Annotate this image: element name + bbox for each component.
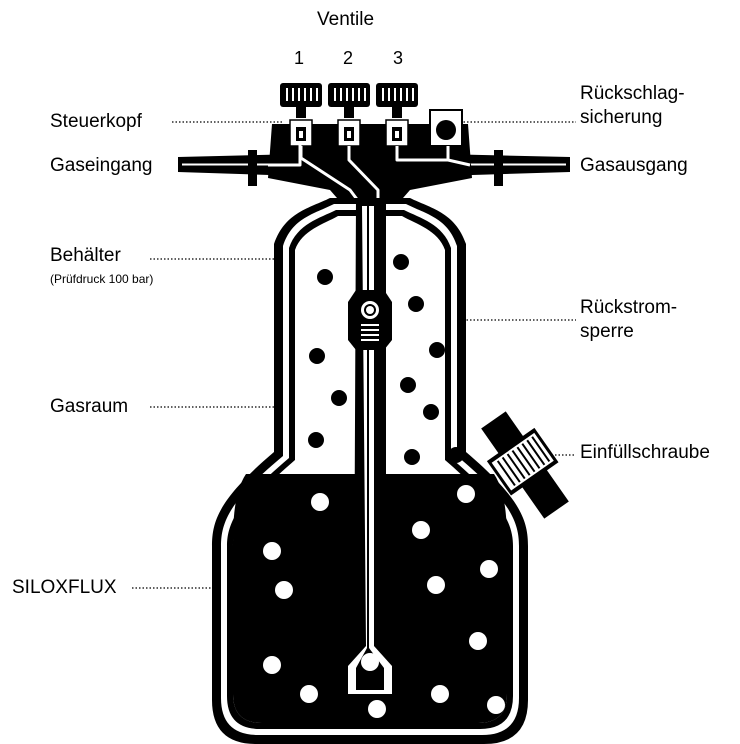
label-behaelter: Behälter: [50, 246, 121, 266]
manifold: [178, 83, 570, 206]
valve-number-1: 1: [294, 48, 304, 69]
label-siloxflux: SILOXFLUX: [12, 578, 117, 598]
label-gaseingang: Gaseingang: [50, 156, 152, 176]
valve-number-3: 3: [393, 48, 403, 69]
check-valve-ball: [436, 120, 456, 140]
ventile-title: Ventile: [317, 10, 374, 30]
label-rueckstrom-line1: Rückstrom-: [580, 298, 677, 318]
label-rueckstrom-line2: sperre: [580, 322, 634, 342]
label-rueckschlag-line1: Rückschlag-: [580, 84, 685, 104]
label-rueckschlag-line2: sicherung: [580, 108, 662, 128]
label-gasraum: Gasraum: [50, 397, 128, 417]
valve-knobs: [280, 83, 418, 118]
valve-number-2: 2: [343, 48, 353, 69]
label-pruefdruck: (Prüfdruck 100 bar): [50, 272, 153, 286]
label-steuerkopf: Steuerkopf: [50, 112, 142, 132]
label-gasausgang: Gasausgang: [580, 156, 688, 176]
label-einfuellschraube: Einfüllschraube: [580, 443, 710, 463]
return-block-valve: [348, 290, 392, 350]
